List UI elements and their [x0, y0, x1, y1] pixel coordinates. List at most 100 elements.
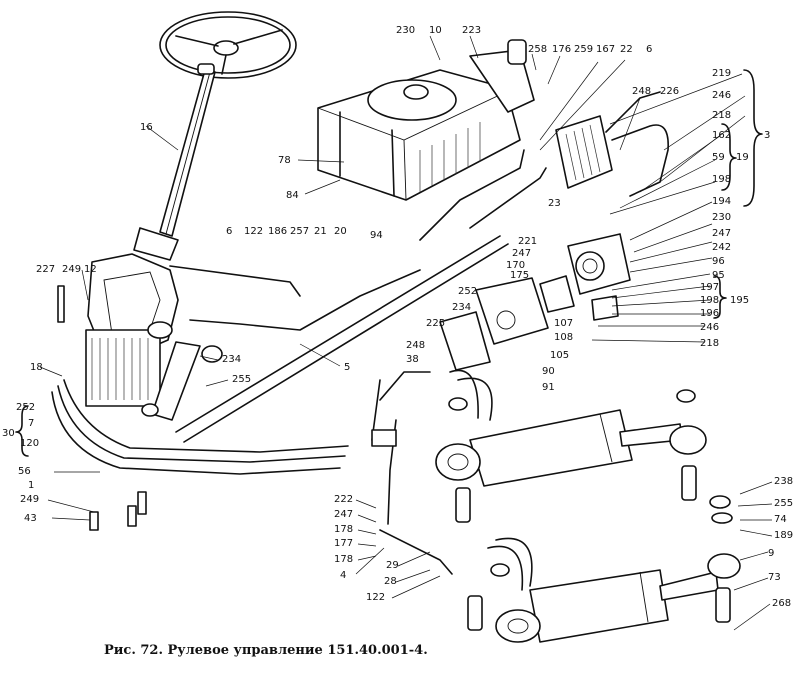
label: 59 [712, 152, 725, 163]
label: 234 [222, 354, 241, 365]
label: 38 [406, 354, 419, 365]
bracket-195 [713, 275, 727, 319]
label: 162 [712, 130, 731, 141]
label: 90 [542, 366, 555, 377]
label: 108 [554, 332, 573, 343]
label: 255 [232, 374, 251, 385]
label: 74 [774, 514, 787, 525]
label: 198 [700, 295, 719, 306]
label: 28 [384, 576, 397, 587]
label: 222 [334, 494, 353, 505]
label: 186 [268, 226, 287, 237]
bracket-3 [743, 69, 763, 207]
label: 248 [632, 86, 651, 97]
part-labels: 230 10 223 258 176 259 167 22 6 219 248 … [2, 25, 793, 609]
tee-manifold [371, 371, 453, 575]
label: 242 [712, 242, 731, 253]
label: 238 [774, 476, 793, 487]
label: 16 [140, 122, 153, 133]
label: 94 [370, 230, 383, 241]
steering-gear-housing [85, 253, 201, 421]
label: 255 [774, 498, 793, 509]
label: 6 [646, 44, 652, 55]
label: 259 [574, 44, 593, 55]
ball-joints [57, 285, 733, 631]
bracket-30 [15, 405, 29, 457]
leader-lines [39, 35, 773, 631]
steering-column [133, 63, 216, 261]
label: 249 [20, 494, 39, 505]
label: 4 [340, 570, 346, 581]
label: 189 [774, 530, 793, 541]
label: 9 [768, 548, 774, 559]
label: 5 [344, 362, 350, 373]
label: 56 [18, 466, 31, 477]
pipe-bundle [51, 379, 349, 475]
hydraulic-pump [539, 233, 631, 321]
label: 3 [764, 130, 770, 141]
label: 95 [712, 270, 725, 281]
lower-hydraulic-cylinder [487, 537, 741, 643]
label: 30 [2, 428, 15, 439]
label: 175 [510, 270, 529, 281]
label: 221 [518, 236, 537, 247]
label: 227 [36, 264, 55, 275]
label: 7 [28, 418, 34, 429]
label: 20 [334, 226, 347, 237]
valve-block [439, 277, 549, 371]
label: 105 [550, 350, 569, 361]
label: 194 [712, 196, 731, 207]
label: 122 [244, 226, 263, 237]
label: 247 [712, 228, 731, 239]
upper-hydraulic-cylinder [435, 369, 707, 487]
label: 230 [396, 25, 415, 36]
label: 230 [712, 212, 731, 223]
label: 178 [334, 524, 353, 535]
label: 246 [712, 90, 731, 101]
label: 73 [768, 572, 781, 583]
label: 198 [712, 174, 731, 185]
label: 78 [278, 155, 291, 166]
label: 196 [700, 308, 719, 319]
hydraulic-tank [317, 39, 535, 201]
label: 197 [700, 282, 719, 293]
label: 258 [528, 44, 547, 55]
label: 218 [700, 338, 719, 349]
label: 223 [462, 25, 481, 36]
figure-caption: Рис. 72. Рулевое управление 151.40.001-4… [104, 643, 428, 658]
label: 22 [620, 44, 633, 55]
label: 218 [712, 110, 731, 121]
label: 247 [334, 509, 353, 520]
label: 96 [712, 256, 725, 267]
label: 234 [452, 302, 471, 313]
label: 195 [730, 295, 749, 306]
label: 84 [286, 190, 299, 201]
label: 252 [458, 286, 477, 297]
steering-wheel [159, 11, 297, 79]
label: 29 [386, 560, 399, 571]
label: 91 [542, 382, 555, 393]
label: 219 [712, 68, 731, 79]
label: 23 [548, 198, 561, 209]
label: 107 [554, 318, 573, 329]
label: 170 [506, 260, 525, 271]
label: 268 [772, 598, 791, 609]
label: 246 [700, 322, 719, 333]
label: 1 [28, 480, 34, 491]
label: 257 [290, 226, 309, 237]
label: 6 [226, 226, 232, 237]
label: 225 [426, 318, 445, 329]
label: 247 [512, 248, 531, 259]
drag-link [169, 149, 547, 443]
label: 226 [660, 86, 679, 97]
label: 178 [334, 554, 353, 565]
label: 10 [429, 25, 442, 36]
label: 248 [406, 340, 425, 351]
label: 43 [24, 513, 37, 524]
label: 12 [84, 264, 97, 275]
label: 252 [16, 402, 35, 413]
label: 177 [334, 538, 353, 549]
bracket-19 [721, 123, 737, 191]
label: 249 [62, 264, 81, 275]
